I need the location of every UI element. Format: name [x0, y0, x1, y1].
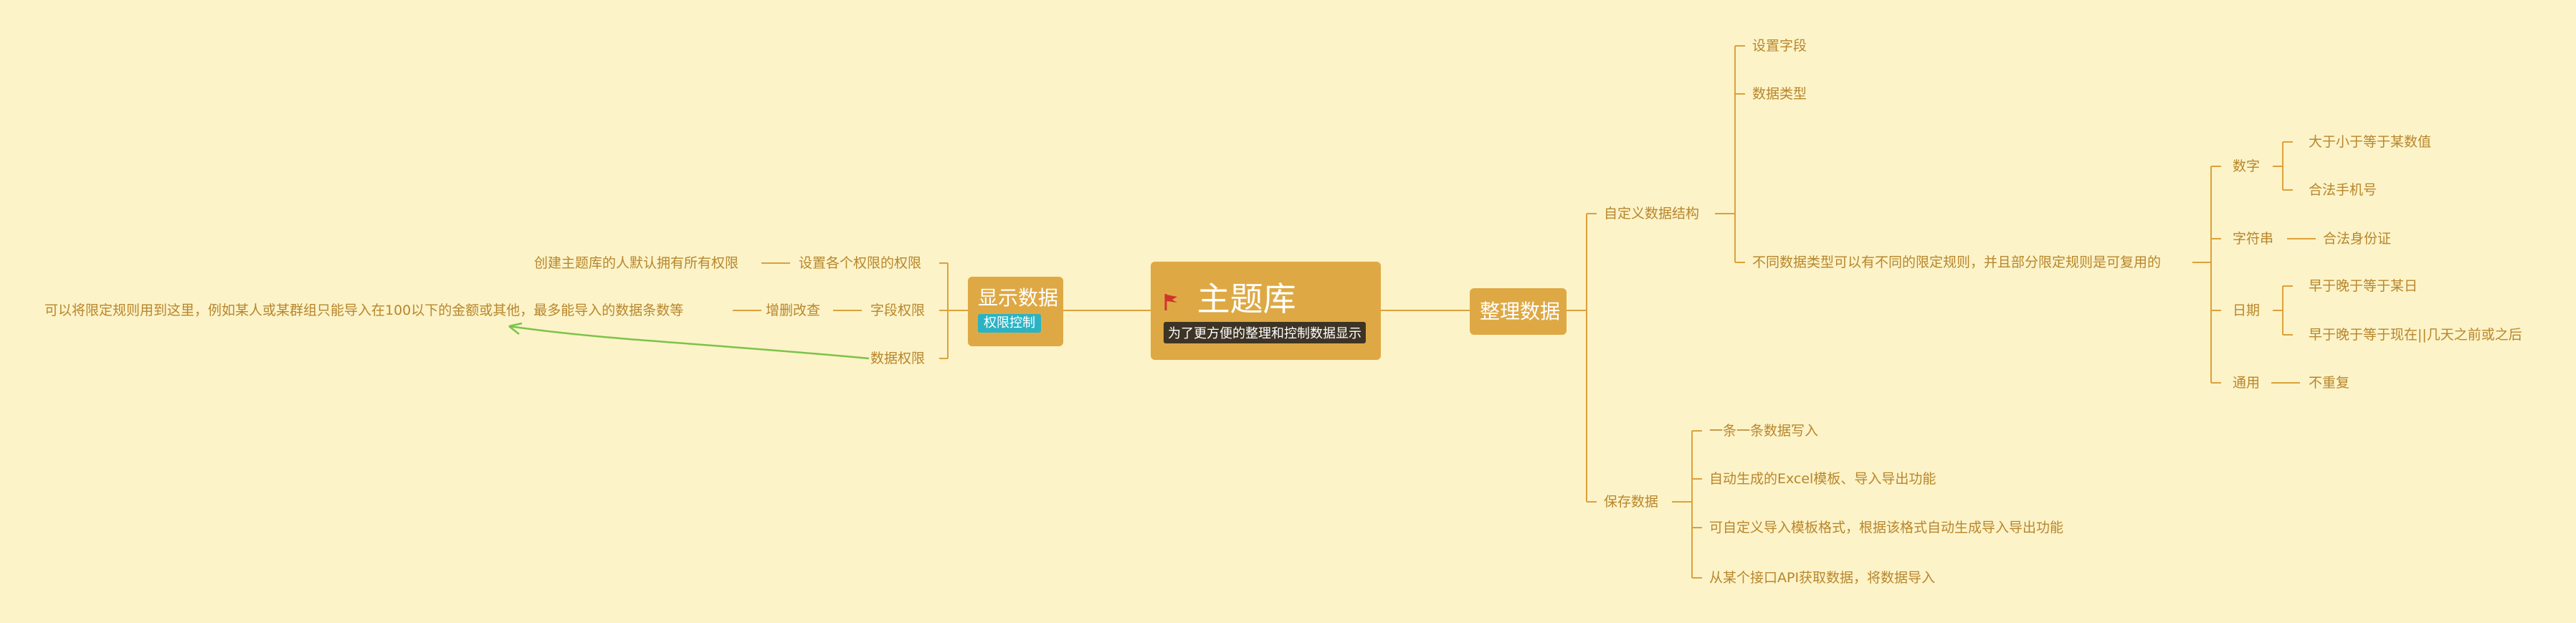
root-node[interactable]: 主题库 为了更方便的整理和控制数据显示: [1151, 262, 1381, 360]
node-perm-settings[interactable]: 设置各个权限的权限: [799, 255, 922, 271]
node-date-day[interactable]: 早于晚于等于某日: [2309, 278, 2418, 294]
node-save-custom-template[interactable]: 可自定义导入模板格式，根据该格式自动生成导入导出功能: [1709, 520, 2064, 536]
root-subtitle: 为了更方便的整理和控制数据显示: [1164, 322, 1366, 343]
node-date-now[interactable]: 早于晚于等于现在||几天之前或之后: [2309, 327, 2522, 343]
association-arrowhead: [508, 322, 523, 335]
node-save-excel[interactable]: 自动生成的Excel模板、导入导出功能: [1709, 471, 1936, 487]
association-arrow: [508, 325, 870, 360]
permission-control-tag: 权限控制: [978, 314, 1041, 333]
node-string[interactable]: 字符串: [2233, 231, 2274, 247]
node-display-data-label: 显示数据: [978, 286, 1059, 310]
node-number[interactable]: 数字: [2233, 158, 2261, 174]
root-title: 主题库: [1197, 280, 1296, 318]
node-save-api[interactable]: 从某个接口API获取数据，将数据导入: [1709, 570, 1936, 586]
node-type-rules[interactable]: 不同数据类型可以有不同的限定规则，并且部分限定规则是可复用的: [1752, 255, 2162, 270]
node-data-permission[interactable]: 数据权限: [870, 351, 926, 366]
node-date[interactable]: 日期: [2233, 303, 2261, 318]
node-field-permission[interactable]: 字段权限: [870, 303, 926, 318]
node-annotation[interactable]: 可以将限定规则用到这里，例如某人或某群组只能导入在100以下的金额或其他，最多能…: [44, 303, 684, 318]
node-general-unique[interactable]: 不重复: [2309, 375, 2350, 391]
node-set-fields[interactable]: 设置字段: [1752, 38, 1807, 54]
node-save-one-by-one[interactable]: 一条一条数据写入: [1709, 423, 1819, 439]
node-number-compare[interactable]: 大于小于等于某数值: [2309, 134, 2432, 150]
node-perm-owner-note[interactable]: 创建主题库的人默认拥有所有权限: [534, 255, 739, 271]
node-organize-data[interactable]: 整理数据: [1470, 288, 1567, 335]
node-custom-structure[interactable]: 自定义数据结构: [1604, 206, 1700, 222]
node-crud[interactable]: 增删改查: [766, 303, 821, 318]
node-general[interactable]: 通用: [2233, 375, 2261, 391]
node-display-data[interactable]: 显示数据 权限控制: [968, 277, 1063, 346]
flag-icon: [1164, 293, 1177, 310]
node-number-phone[interactable]: 合法手机号: [2309, 182, 2377, 198]
node-string-idcard[interactable]: 合法身份证: [2323, 231, 2392, 247]
node-data-types[interactable]: 数据类型: [1752, 86, 1807, 102]
node-organize-data-label: 整理数据: [1480, 300, 1561, 323]
node-save-data[interactable]: 保存数据: [1604, 494, 1659, 510]
